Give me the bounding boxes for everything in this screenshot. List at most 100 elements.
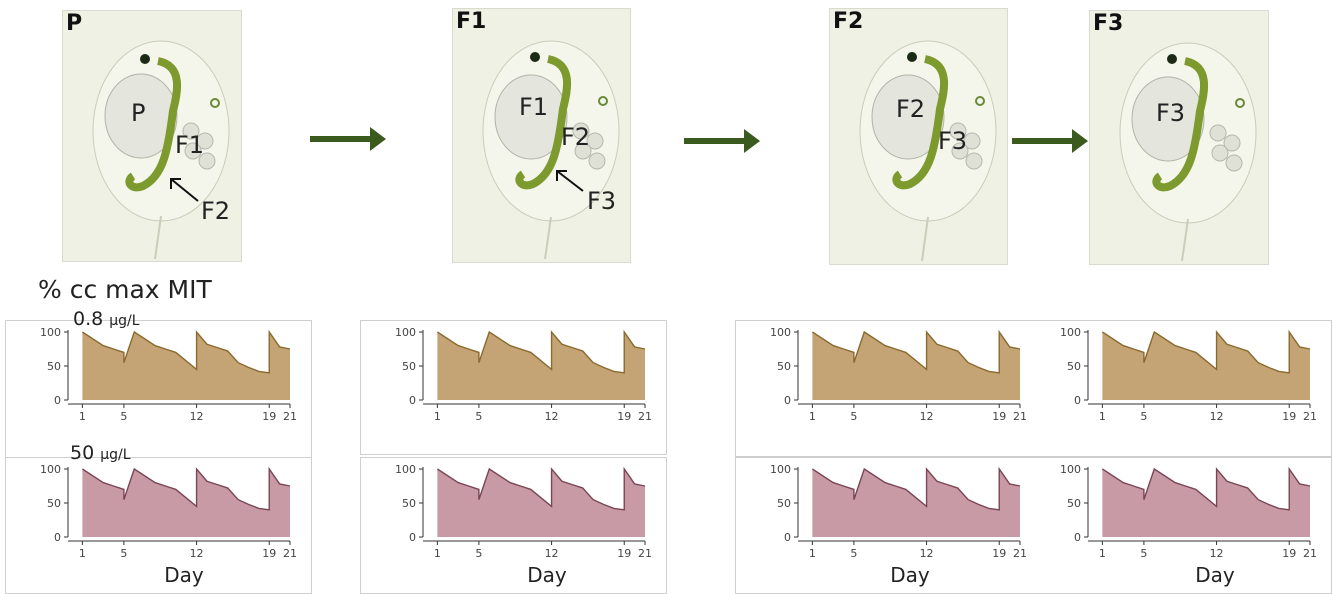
x-tick-label: 12 [545, 547, 559, 560]
brood-label-f3: F3 [587, 187, 616, 215]
x-tick-label: 19 [262, 547, 276, 560]
x-tick-label: 5 [475, 410, 482, 423]
y-tick-label: 50 [402, 360, 416, 373]
pointer-arrow [170, 178, 199, 202]
brood-label-f2: F2 [561, 123, 590, 151]
series-area [1102, 469, 1310, 537]
right-arrow-icon [684, 129, 760, 153]
x-tick-label: 21 [638, 410, 652, 423]
x-tick-label: 19 [617, 547, 631, 560]
x-tick-label: 1 [809, 410, 816, 423]
series-line [1101, 329, 1311, 374]
daphnia-illustration: F3 [1119, 42, 1257, 262]
x-tick-label: 1 [434, 547, 441, 560]
y-tick-label: 100 [1060, 463, 1081, 476]
x-tick-label: 5 [120, 410, 127, 423]
x-tick-label: 19 [992, 547, 1006, 560]
y-tick-label: 50 [1067, 497, 1081, 510]
x-tick-label: 19 [1282, 410, 1296, 423]
y-tick-label: 0 [784, 531, 791, 544]
x-tick-label: 1 [79, 410, 86, 423]
daphnia-illustration: P F1 F2 [92, 40, 230, 260]
y-tick-label: 0 [1074, 394, 1081, 407]
x-tick-label: 5 [1140, 410, 1147, 423]
x-axis-title: Day [164, 563, 204, 587]
y-tick-label: 100 [770, 326, 791, 339]
brood-label-f2: F2 [896, 95, 925, 123]
x-tick-label: 12 [545, 410, 559, 423]
brood-label-f2: F2 [201, 197, 230, 225]
daphnia-illustration: F1 F2 F3 [482, 40, 620, 260]
y-tick-label: 50 [777, 497, 791, 510]
right-arrow-icon [310, 127, 386, 151]
generation-tag-f2: F2 [833, 9, 864, 34]
x-tick-label: 1 [1099, 547, 1106, 560]
concentration-value: 0.8 [73, 308, 104, 330]
y-tick-label: 0 [784, 394, 791, 407]
egg-cluster [572, 122, 606, 170]
brood-label-p: P [131, 99, 145, 127]
y-tick-label: 100 [770, 463, 791, 476]
x-tick-label: 21 [1303, 547, 1317, 560]
y-tick-label: 50 [47, 497, 61, 510]
series-area [812, 469, 1020, 537]
egg-cluster [949, 122, 983, 170]
daphnia-photo-p: P F1 F2 P [62, 10, 242, 262]
x-tick-label: 19 [992, 410, 1006, 423]
series-line [436, 329, 646, 374]
x-tick-label: 12 [920, 547, 934, 560]
x-tick-label: 21 [638, 547, 652, 560]
x-tick-label: 19 [262, 410, 276, 423]
y-tick-label: 0 [409, 394, 416, 407]
y-tick-label: 50 [777, 360, 791, 373]
y-tick-label: 50 [47, 360, 61, 373]
x-tick-label: 12 [190, 547, 204, 560]
concentration-unit: µg/L [100, 447, 131, 463]
x-tick-label: 19 [617, 410, 631, 423]
series-line [436, 466, 646, 511]
x-tick-label: 12 [1210, 547, 1224, 560]
daphnia-photo-f3: F3 F3 [1089, 10, 1269, 265]
series-area [82, 332, 290, 400]
y-tick-label: 100 [395, 463, 416, 476]
x-tick-label: 5 [850, 547, 857, 560]
concentration-unit: µg/L [109, 313, 140, 329]
y-axis-title: % cc max MIT [38, 275, 212, 304]
y-tick-label: 100 [1060, 326, 1081, 339]
x-tick-label: 21 [283, 410, 297, 423]
series-area [82, 469, 290, 537]
pointer-arrow [556, 170, 584, 192]
series-area [812, 332, 1020, 400]
series-line [81, 466, 291, 511]
y-tick-label: 0 [1074, 531, 1081, 544]
x-tick-label: 21 [1303, 410, 1317, 423]
x-tick-label: 5 [1140, 547, 1147, 560]
x-tick-label: 5 [120, 547, 127, 560]
brood-label-f3: F3 [1156, 99, 1185, 127]
y-tick-label: 100 [40, 326, 61, 339]
x-tick-label: 5 [850, 410, 857, 423]
y-tick-label: 0 [54, 394, 61, 407]
y-tick-label: 0 [54, 531, 61, 544]
series-area [437, 469, 645, 537]
series-area [1102, 332, 1310, 400]
concentration-value: 50 [70, 442, 95, 464]
x-axis-title: Day [527, 563, 567, 587]
y-tick-label: 50 [1067, 360, 1081, 373]
brood-label-f1: F1 [519, 93, 548, 121]
x-tick-label: 12 [920, 410, 934, 423]
exposure-chart: 0 50 100 1 5 12 19 21 [395, 326, 652, 423]
y-tick-label: 50 [402, 497, 416, 510]
y-tick-label: 100 [395, 326, 416, 339]
x-tick-label: 1 [434, 410, 441, 423]
daphnia-photo-f1: F1 F2 F3 F1 [452, 8, 631, 263]
concentration-label-low: 0.8 µg/L [73, 308, 140, 330]
y-tick-label: 100 [40, 463, 61, 476]
generation-tag-f3: F3 [1093, 11, 1124, 36]
x-tick-label: 21 [1013, 547, 1027, 560]
